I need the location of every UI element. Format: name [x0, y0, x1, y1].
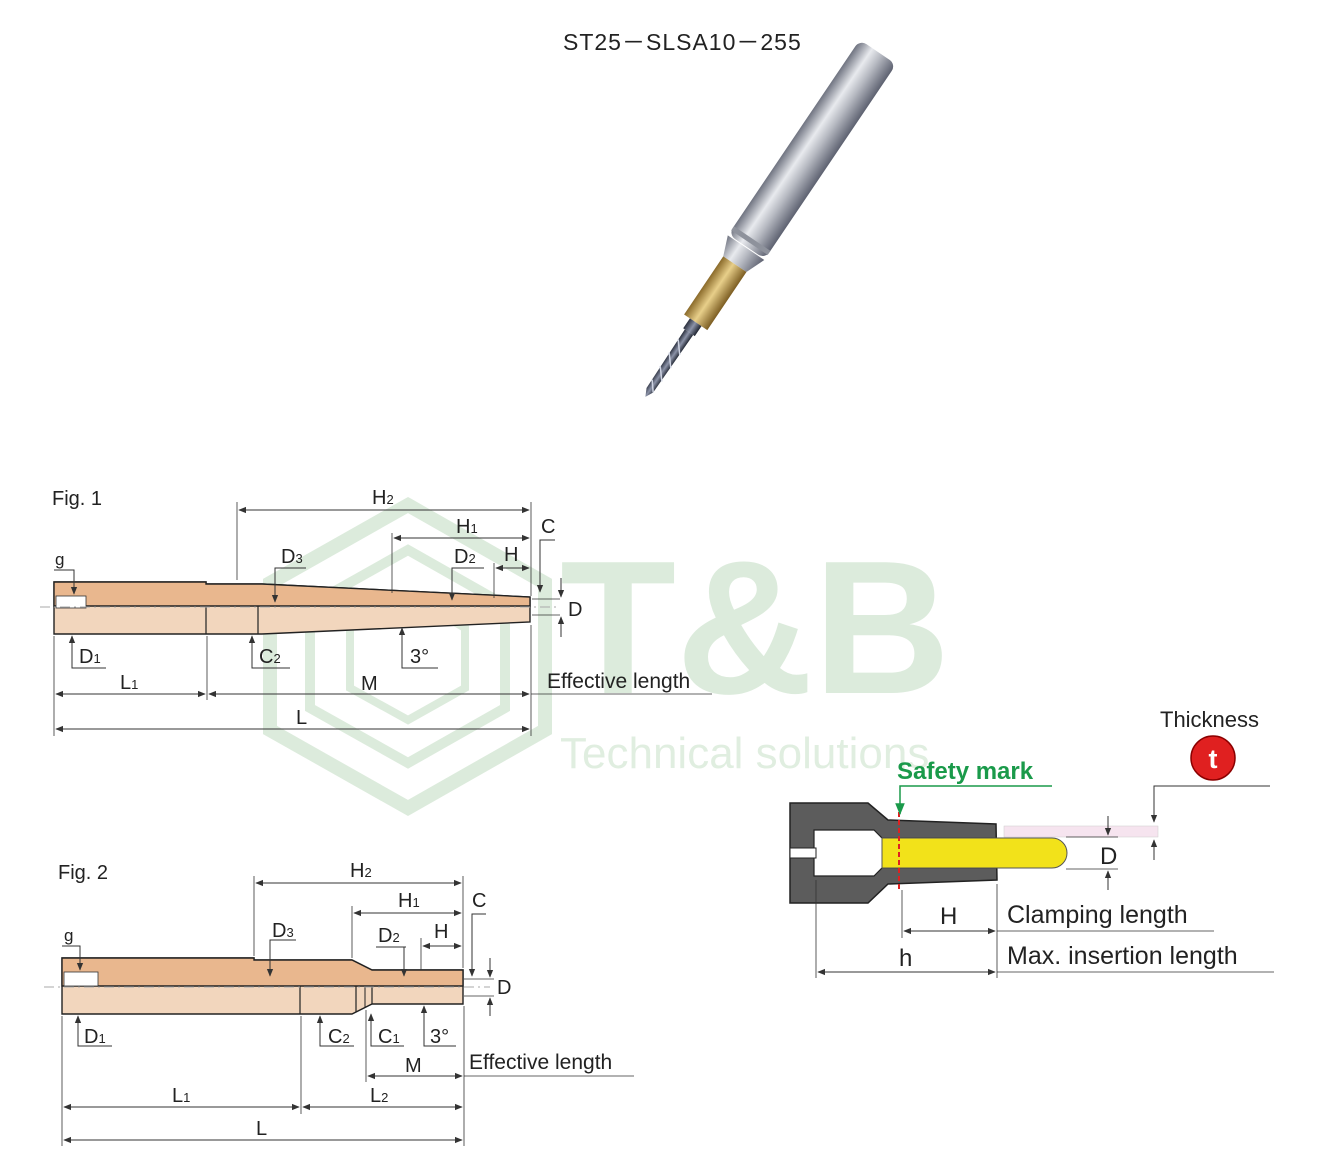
fig1-D: D — [568, 599, 582, 621]
fig2-M: M — [405, 1055, 422, 1077]
fig2: Fig. 2 H2 H1 H C D D3 — [44, 860, 634, 1146]
fig1-H2: H — [372, 487, 386, 509]
fig2-L1: L — [172, 1085, 183, 1107]
fig2-H1: H — [398, 890, 412, 912]
fig1-H2-sub: 2 — [386, 492, 393, 507]
svg-text:D2: D2 — [378, 925, 400, 947]
fig1-M: M — [361, 673, 378, 695]
fig1-H: H — [504, 544, 518, 566]
fig1-C2-sub: 2 — [273, 651, 280, 666]
watermark-tagline: Technical solutions — [560, 729, 929, 778]
svg-text:D2: D2 — [454, 546, 476, 568]
clamp-tool — [881, 837, 1068, 869]
clamp-D: D — [1100, 843, 1117, 870]
fig2-D3-sub: 3 — [286, 925, 293, 940]
svg-text:H2: H2 — [350, 860, 372, 882]
fig1-angle: 3° — [410, 646, 429, 668]
fig1-L: L — [296, 707, 307, 729]
fig2-C1: C — [378, 1026, 392, 1048]
fig1-D1: D — [79, 646, 93, 668]
product-photo — [645, 42, 894, 397]
fig2-H: H — [434, 921, 448, 943]
fig1: Fig. 1 H2 H1 H C D D3 — [40, 487, 712, 736]
fig2-H2: H — [350, 860, 364, 882]
fig1-caption: Fig. 1 — [52, 488, 102, 510]
fig2-H1-sub: 1 — [412, 895, 419, 910]
fig1-D3: D — [281, 546, 295, 568]
fig1-D2: D — [454, 546, 468, 568]
clamp-thickness-label: Thickness — [1160, 707, 1259, 732]
fig2-D1-sub: 1 — [98, 1031, 105, 1046]
fig2-caption: Fig. 2 — [58, 862, 108, 884]
fig2-L2-sub: 2 — [381, 1090, 388, 1105]
svg-text:C2: C2 — [328, 1026, 350, 1048]
thickness-badge-icon — [1190, 735, 1236, 781]
fig2-C2-sub: 2 — [342, 1031, 349, 1046]
fig1-H1: H — [456, 516, 470, 538]
fig2-C: C — [472, 890, 486, 912]
svg-text:H1: H1 — [398, 890, 420, 912]
fig2-L2: L — [370, 1085, 381, 1107]
clamp-diagram: Safety mark Thickness t D H h Clamping l… — [789, 707, 1274, 978]
svg-text:D1: D1 — [84, 1026, 106, 1048]
svg-text:L2: L2 — [370, 1085, 388, 1107]
clamp-clamping-length: Clamping length — [1007, 901, 1188, 929]
fig1-H1-sub: 1 — [470, 521, 477, 536]
svg-text:C1: C1 — [378, 1026, 400, 1048]
clamp-h: h — [899, 945, 912, 972]
fig2-angle: 3° — [430, 1026, 449, 1048]
fig2-L: L — [256, 1118, 267, 1140]
svg-text:L1: L1 — [172, 1085, 190, 1107]
fig1-L1: L — [120, 672, 131, 694]
svg-text:L1: L1 — [120, 672, 138, 694]
fig2-D3: D — [272, 920, 286, 942]
svg-text:H2: H2 — [372, 487, 394, 509]
fig1-L1-sub: 1 — [131, 677, 138, 692]
fig1-effective: Effective length — [547, 670, 690, 693]
svg-text:C2: C2 — [259, 646, 281, 668]
svg-text:D1: D1 — [79, 646, 101, 668]
fig1-C: C — [541, 516, 555, 538]
fig1-C2: C — [259, 646, 273, 668]
fig2-holder-top — [61, 957, 464, 987]
fig2-D: D — [497, 977, 511, 999]
fig1-D1-sub: 1 — [93, 651, 100, 666]
svg-text:D3: D3 — [281, 546, 303, 568]
fig1-D3-sub: 3 — [295, 551, 302, 566]
fig2-g: g — [64, 926, 73, 945]
clamp-thickness-symbol: t — [1209, 744, 1218, 774]
fig2-C1-sub: 1 — [392, 1031, 399, 1046]
clamp-H: H — [940, 903, 957, 930]
fig1-g: g — [55, 550, 64, 569]
watermark: T&B Technical solutions — [263, 496, 950, 817]
fig2-L1-sub: 1 — [183, 1090, 190, 1105]
fig2-D1: D — [84, 1026, 98, 1048]
fig1-D2-sub: 2 — [468, 551, 475, 566]
fig1-holder-top — [53, 581, 531, 607]
fig2-effective: Effective length — [469, 1051, 612, 1074]
clamp-safety-label: Safety mark — [897, 758, 1034, 785]
svg-text:D3: D3 — [272, 920, 294, 942]
clamp-max-insertion: Max. insertion length — [1007, 942, 1238, 970]
fig2-H2-sub: 2 — [364, 865, 371, 880]
fig2-C2: C — [328, 1026, 342, 1048]
fig2-D2: D — [378, 925, 392, 947]
svg-text:H1: H1 — [456, 516, 478, 538]
fig2-D2-sub: 2 — [392, 930, 399, 945]
watermark-brand: T&B — [560, 522, 950, 734]
product-model: ST25－SLSA10－255 — [563, 29, 802, 55]
